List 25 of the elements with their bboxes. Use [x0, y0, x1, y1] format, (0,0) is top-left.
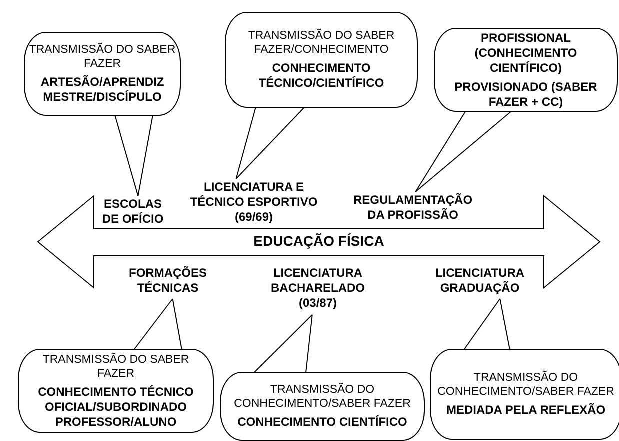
bubble-text: TRANSMISSÃO DO SABER FAZER — [29, 43, 176, 71]
speech-bubble — [220, 372, 425, 441]
bubble-heading: PROVISIONADO (SABER FAZER + CC) — [454, 80, 598, 110]
stage-label: FORMAÇÕES TÉCNICAS — [120, 266, 216, 296]
stage-label: LICENCIATURA BACHARELADO (03/87) — [262, 266, 374, 311]
stage-label: LICENCIATURA E TÉCNICO ESPORTIVO (69/69) — [180, 180, 328, 225]
arrow-title: EDUCAÇÃO FÍSICA — [252, 232, 386, 250]
bubble-text: TRANSMISSÃO DO SABER FAZER — [42, 352, 190, 380]
bubble-heading: ARTESÃO/APRENDIZ MESTRE/DISCÍPULO — [40, 75, 166, 105]
stage-label: REGULAMENTAÇÃO DA PROFISSÃO — [346, 193, 480, 223]
bubble-heading: CONHECIMENTO CIENTÍFICO — [238, 415, 408, 430]
bubble-text: TRANSMISSÃO DO SABER FAZER/CONHECIMENTO — [247, 29, 396, 57]
bubble-heading: CONHECIMENTO TÉCNICO/CIENTÍFICO — [258, 61, 386, 91]
speech-bubble — [434, 28, 618, 112]
speech-bubble — [24, 32, 181, 116]
bubble-heading: CONHECIMENTO TÉCNICO OFICIAL/SUBORDINADO PROFESSOR/ALUNO — [37, 384, 195, 430]
stage-label: LICENCIATURA GRADUAÇÃO — [424, 266, 536, 296]
bubble-heading: MEDIADA PELA REFLEXÃO — [446, 403, 606, 418]
bubble-text: TRANSMISSÃO DO CONHECIMENTO/SABER FAZER — [436, 371, 616, 399]
speech-bubble — [18, 349, 214, 433]
bubble-heading: PROFISSIONAL (CONHECIMENTO CIENTÍFICO) — [474, 30, 578, 76]
speech-bubble — [225, 12, 418, 108]
bubble-text: TRANSMISSÃO DO CONHECIMENTO/SABER FAZER — [233, 383, 412, 411]
stage-label: ESCOLAS DE OFÍCIO — [96, 197, 170, 227]
speech-bubble — [430, 349, 619, 440]
